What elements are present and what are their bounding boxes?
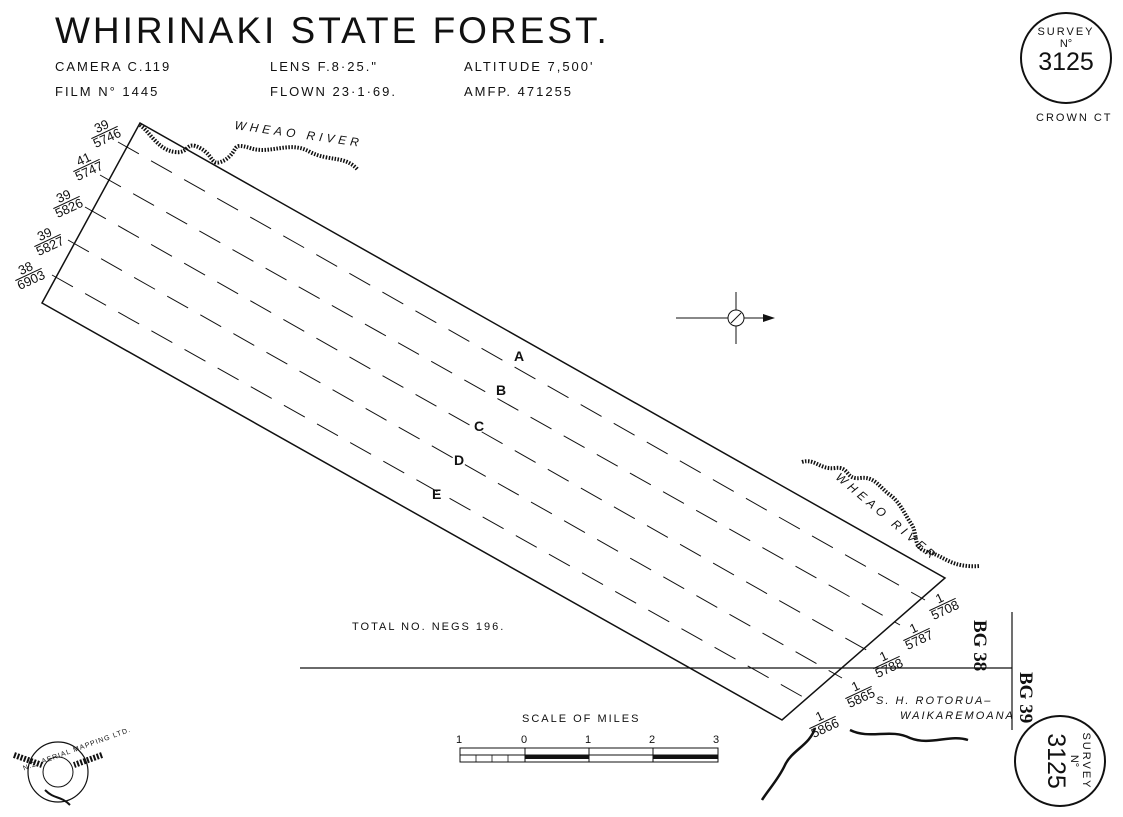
highway-label: S. H. ROTORUA– [876,695,993,707]
wheao-river-top [138,123,360,172]
highway-label-2: WAIKAREMOANA [900,710,1015,722]
run-label-a: A [514,348,525,364]
run-line-e [51,274,813,703]
film-info: FILM N° 1445 [55,84,160,99]
scale-tick-0: 0 [521,734,530,746]
scale-tick-1: 1 [585,734,594,746]
flown-info: FLOWN 23·1·69. [270,84,397,99]
lens-info: LENS F.8·25." [270,59,378,74]
scale-tick-1-left: 1 [456,734,465,746]
company-logo [12,741,104,806]
run-line-a [117,141,926,601]
run-line-b [99,174,901,626]
map-title: WHIRINAKI STATE FOREST. [55,10,610,51]
road-line [760,727,817,801]
scale-bar [459,747,719,763]
survey-number: 3125 [1038,48,1094,76]
scale-tick-2: 2 [649,734,658,746]
crown-ct-label: CROWN CT [1036,112,1113,124]
survey-label: SURVEY [1037,26,1095,38]
highway-line [849,728,969,743]
survey-badge-top: SURVEY N° 3125 [1020,12,1112,104]
north-arrow [676,292,775,344]
run-line-d [67,239,843,679]
sheet-label-bg39: BG 39 [1015,672,1036,724]
run-label-b: B [496,382,507,398]
run-label-e: E [432,486,442,502]
amfp-info: AMFP. 471255 [464,84,574,99]
sheet-label-bg38: BG 38 [969,620,990,672]
run-label-d: D [454,452,465,468]
altitude-info: ALTITUDE 7,500' [464,59,595,74]
total-negs-label: TOTAL NO. NEGS 196. [352,621,506,633]
scale-tick-3: 3 [713,734,722,746]
survey-no: N° [1059,38,1073,50]
run-label-c: C [474,418,485,434]
strip-outline [40,121,947,721]
wheao-river-right [801,459,981,569]
camera-info: CAMERA C.119 [55,59,172,74]
scale-title: SCALE OF MILES [522,713,641,725]
